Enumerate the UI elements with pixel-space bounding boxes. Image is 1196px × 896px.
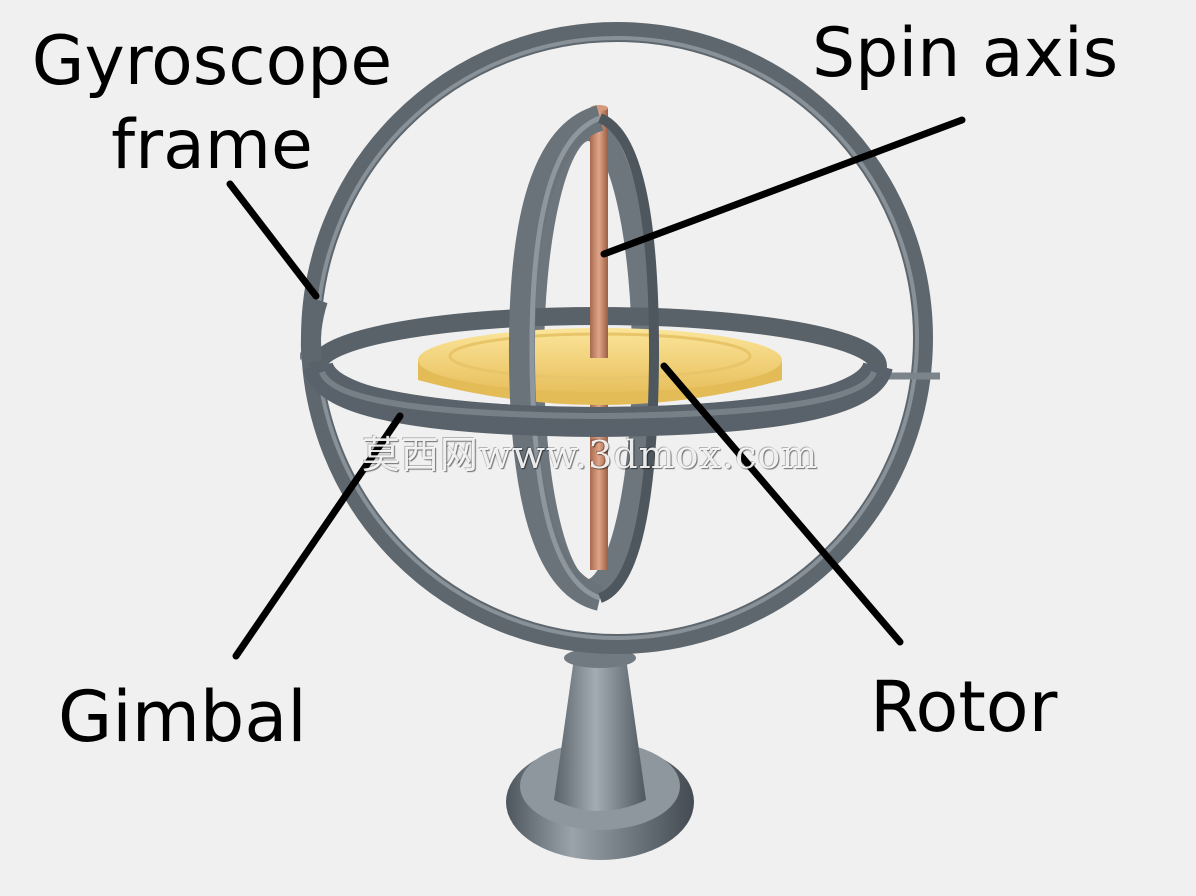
label-gyroscope-frame-line1: Gyroscope bbox=[31, 22, 393, 101]
label-gyroscope-frame-line2: frame bbox=[111, 106, 313, 185]
gimbal-front bbox=[303, 360, 893, 438]
label-rotor: Rotor bbox=[870, 666, 1058, 748]
label-gimbal: Gimbal bbox=[58, 676, 307, 758]
leader-rotor bbox=[660, 362, 904, 646]
leader-lines bbox=[226, 116, 966, 660]
label-gyroscope-frame: Gyroscope frame bbox=[12, 20, 412, 188]
leader-spin-axis bbox=[600, 116, 966, 258]
vertical-gimbal-ring-front bbox=[508, 105, 660, 611]
stand-stem bbox=[554, 658, 646, 811]
watermark: 莫西网www.3dmox.com bbox=[362, 433, 819, 477]
frame-ring-front-arc bbox=[300, 296, 328, 364]
spin-axle-upper bbox=[590, 108, 608, 358]
label-spin-axis: Spin axis bbox=[812, 14, 1119, 93]
stand bbox=[506, 648, 694, 860]
leader-gimbal bbox=[232, 412, 404, 660]
leader-gyroscope-frame bbox=[226, 180, 320, 300]
